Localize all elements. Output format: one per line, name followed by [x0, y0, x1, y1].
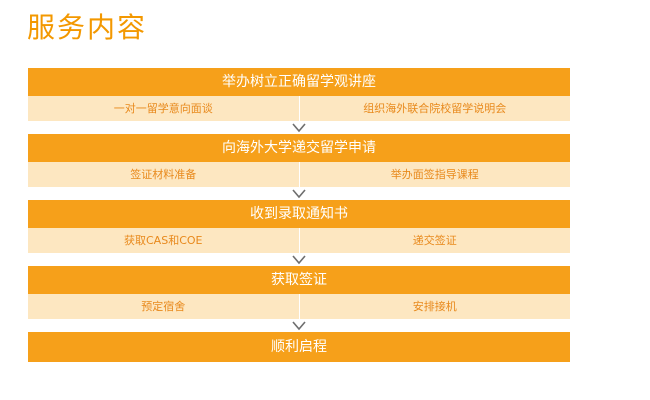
step-subitem-right: 组织海外联合院校留学说明会: [363, 102, 507, 115]
flow-step-1: 举办树立正确留学观讲座 一对一留学意向面谈 组织海外联合院校留学说明会: [28, 68, 570, 133]
step-header: 向海外大学递交留学申请: [28, 134, 570, 162]
chevron-down-icon: [291, 319, 307, 333]
flow-step-2: 向海外大学递交留学申请 签证材料准备 举办面签指导课程: [28, 134, 570, 199]
step-subitem-left: 签证材料准备: [130, 168, 197, 181]
step-header: 举办树立正确留学观讲座: [28, 68, 570, 96]
page-title: 服务内容: [27, 11, 148, 44]
chevron-down-icon: [291, 253, 307, 267]
service-flow: 举办树立正确留学观讲座 一对一留学意向面谈 组织海外联合院校留学说明会 向海外大…: [28, 68, 570, 362]
chevron-down-icon: [291, 121, 307, 135]
subitem-divider: [298, 294, 300, 319]
flow-step-4: 获取签证 预定宿舍 安排接机: [28, 266, 570, 331]
flow-step-3: 收到录取通知书 获取CAS和COE 递交签证: [28, 200, 570, 265]
step-header: 收到录取通知书: [28, 200, 570, 228]
step-subitem-left: 获取CAS和COE: [124, 234, 203, 247]
step-subitem-right: 安排接机: [412, 300, 457, 313]
step-subitem-left: 一对一留学意向面谈: [113, 102, 213, 115]
step-header: 顺利启程: [28, 332, 570, 362]
subitem-divider: [298, 96, 300, 121]
subitem-divider: [298, 228, 300, 253]
step-subitems: 获取CAS和COE 递交签证: [28, 228, 570, 265]
step-header: 获取签证: [28, 266, 570, 294]
flow-step-5: 顺利启程: [28, 332, 570, 362]
step-subitem-right: 举办面签指导课程: [390, 168, 479, 181]
subitem-divider: [298, 162, 300, 187]
step-subitems: 预定宿舍 安排接机: [28, 294, 570, 331]
step-subitem-left: 预定宿舍: [141, 300, 186, 313]
step-subitems: 签证材料准备 举办面签指导课程: [28, 162, 570, 199]
chevron-down-icon: [291, 187, 307, 201]
step-subitem-right: 递交签证: [412, 234, 457, 247]
step-subitems: 一对一留学意向面谈 组织海外联合院校留学说明会: [28, 96, 570, 133]
